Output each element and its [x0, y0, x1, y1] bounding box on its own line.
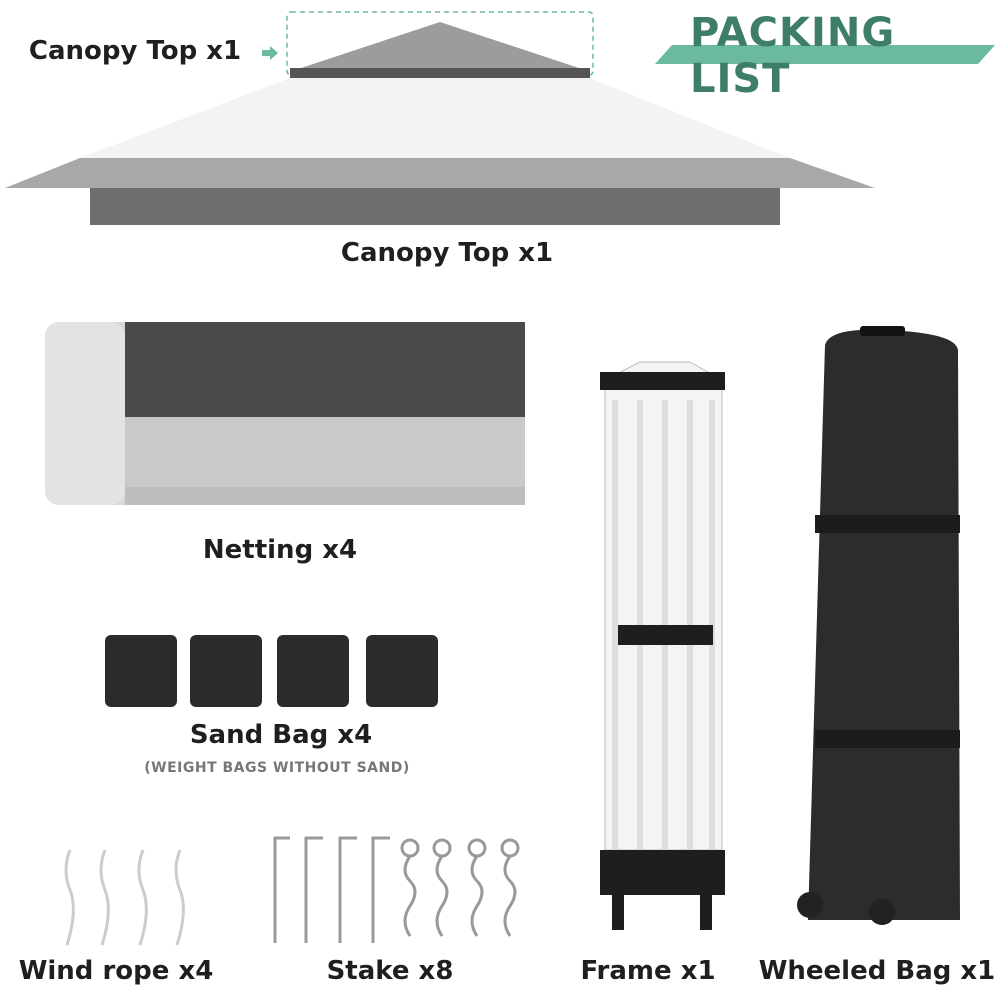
sand-bag-note: (WEIGHT BAGS WITHOUT SAND) [144, 760, 410, 776]
canopy-top-label: Canopy Top x1 [340, 238, 554, 268]
wind-ropes-image [64, 849, 185, 946]
stakes-image [273, 836, 520, 943]
header-band [655, 45, 995, 64]
sand-bags-image [105, 635, 438, 707]
frame-label: Frame x1 [580, 956, 716, 986]
canopy-top-image [5, 22, 875, 225]
netting-image [45, 322, 525, 505]
frame-image [600, 361, 725, 930]
sand-bag-label: Sand Bag x4 [189, 720, 373, 750]
stake-label: Stake x8 [326, 956, 454, 986]
netting-label: Netting x4 [202, 535, 358, 565]
wheeled-bag-image [797, 326, 960, 925]
arrow-right-icon [262, 46, 278, 60]
packing-list-title: PACKING LIST [690, 10, 896, 102]
wheeled-bag-label: Wheeled Bag x1 [758, 956, 996, 986]
callout-label: Canopy Top x1 [28, 36, 242, 66]
wind-rope-label: Wind rope x4 [18, 956, 214, 986]
